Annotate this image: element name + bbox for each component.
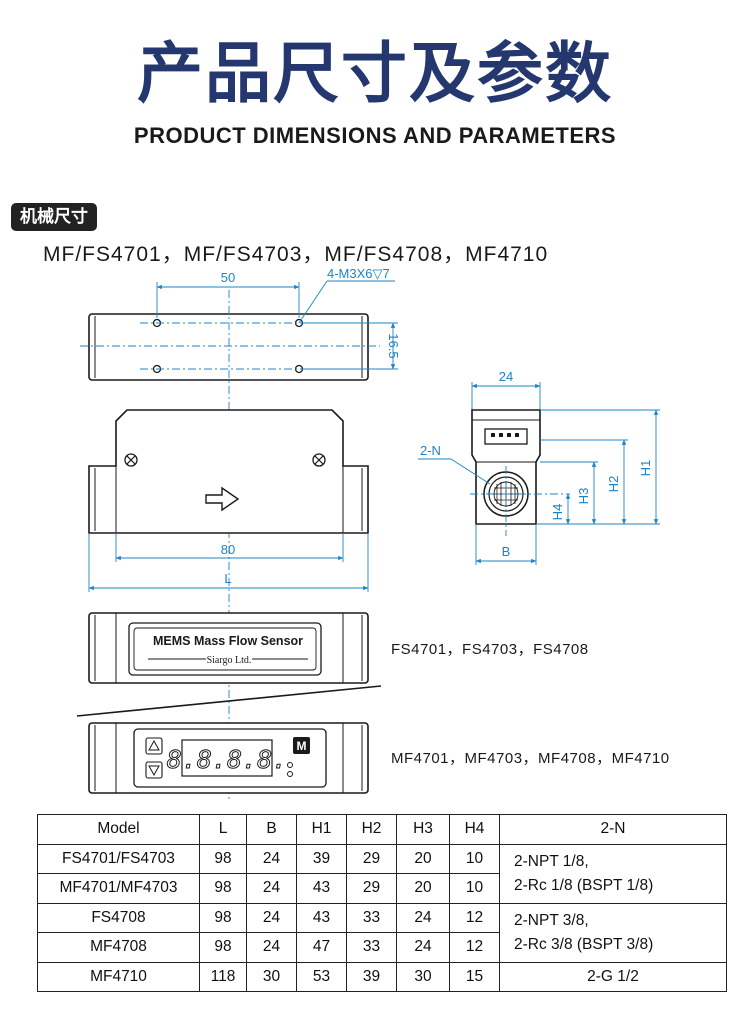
spec-table: Model L B H1 H2 H3 H4 2-N FS4701/FS4703 … — [37, 814, 727, 992]
cell-H3: 20 — [396, 873, 450, 904]
page-subtitle: PRODUCT DIMENSIONS AND PARAMETERS — [133, 123, 617, 148]
cell-H1: 47 — [296, 932, 347, 963]
cell-L: 98 — [199, 843, 247, 874]
cell-H3: 24 — [396, 902, 450, 933]
section-tag: 机械尺寸 — [11, 203, 97, 231]
col-H4: H4 — [449, 814, 500, 845]
dim-24: 24 — [499, 369, 513, 384]
cell-model: FS4701/FS4703 — [37, 843, 200, 874]
cell-H4: 10 — [449, 873, 500, 904]
svg-text:M: M — [297, 739, 307, 753]
col-thread: 2-N — [499, 814, 727, 845]
table-header-row: Model L B H1 H2 H3 H4 2-N — [37, 814, 727, 845]
cell-H1: 53 — [296, 961, 347, 992]
cell-H4: 10 — [449, 843, 500, 874]
cell-H1: 43 — [296, 873, 347, 904]
down-button-icon — [145, 761, 163, 779]
port-label: 2-N — [420, 443, 441, 458]
screw-icon — [124, 453, 326, 467]
table-row: MF4708 98 24 47 33 24 12 — [37, 932, 727, 963]
dim-H2: H2 — [606, 476, 621, 493]
cell-H2: 29 — [346, 873, 397, 904]
dimension-drawing: 50 4-M3X6▽7 16.5 80 L — [76, 266, 670, 800]
col-L: L — [199, 814, 247, 845]
panel-title: MEMS Mass Flow Sensor — [153, 634, 303, 648]
cell-B: 24 — [246, 873, 297, 904]
cell-L: 98 — [199, 902, 247, 933]
panel-brand: Siargo Ltd. — [207, 655, 252, 666]
cell-H4: 12 — [449, 902, 500, 933]
table-row: MF4701/MF4703 98 24 43 29 20 10 — [37, 873, 727, 904]
cell-L: 98 — [199, 873, 247, 904]
cell-model: FS4708 — [37, 902, 200, 933]
m-button-icon: M — [293, 737, 310, 754]
connector-icon — [484, 428, 528, 445]
dim-H4: H4 — [550, 504, 565, 521]
cell-L: 118 — [199, 961, 247, 992]
cell-thread: 2-G 1/2 — [499, 961, 727, 992]
cell-B: 24 — [246, 932, 297, 963]
cell-L: 98 — [199, 932, 247, 963]
cell-B: 24 — [246, 843, 297, 874]
dim-16-5: 16.5 — [386, 333, 401, 358]
dim-H3: H3 — [576, 488, 591, 505]
dim-H1: H1 — [638, 460, 653, 477]
table-row: MF4710 118 30 53 39 30 15 2-G 1/2 — [37, 961, 727, 992]
col-H2: H2 — [346, 814, 397, 845]
dim-L: L — [224, 571, 231, 586]
cell-H2: 33 — [346, 902, 397, 933]
cell-thread: 2-NPT 1/8, 2-Rc 1/8 (BSPT 1/8) — [499, 843, 727, 904]
display-value: 8.8.8.8. — [167, 745, 287, 774]
flow-arrow-icon — [205, 486, 240, 512]
cell-H1: 43 — [296, 902, 347, 933]
cell-model: MF4708 — [37, 932, 200, 963]
thread-line: 2-NPT 3/8, — [514, 911, 589, 929]
table-row: FS4708 98 24 43 33 24 12 2-NPT 3/8, 2-Rc… — [37, 902, 727, 963]
cell-H3: 30 — [396, 961, 450, 992]
hole-note: 4-M3X6▽7 — [327, 266, 390, 281]
fs-panel-view: MEMS Mass Flow Sensor Siargo Ltd. FS4701… — [88, 612, 589, 684]
front-view: 80 L — [88, 409, 369, 592]
mf-panel-view: 8.8.8.8. M MF4701，MF4703，MF4708，MF4710 — [88, 722, 670, 794]
indicator-led-icon — [287, 762, 293, 777]
cell-H3: 20 — [396, 843, 450, 874]
mf-models-caption: MF4701，MF4703，MF4708，MF4710 — [391, 750, 670, 767]
cell-model: MF4701/MF4703 — [37, 873, 200, 904]
thread-line: 2-Rc 3/8 (BSPT 3/8) — [514, 935, 654, 953]
model-list: MF/FS4701，MF/FS4703，MF/FS4708，MF4710 — [43, 243, 549, 266]
cell-H3: 24 — [396, 932, 450, 963]
display-screen — [181, 739, 273, 777]
thread-line: 2-NPT 1/8, — [514, 852, 589, 870]
side-view: 24 2-N B — [418, 369, 660, 565]
cell-H1: 39 — [296, 843, 347, 874]
cell-H4: 15 — [449, 961, 500, 992]
cell-H2: 29 — [346, 843, 397, 874]
cell-B: 24 — [246, 902, 297, 933]
dim-50: 50 — [221, 270, 235, 285]
col-model: Model — [37, 814, 200, 845]
top-view: 50 4-M3X6▽7 16.5 — [80, 266, 401, 800]
dim-B: B — [502, 544, 511, 559]
up-button-icon — [145, 737, 163, 755]
fs-models-caption: FS4701，FS4703，FS4708 — [391, 641, 589, 658]
thread-line: 2-Rc 1/8 (BSPT 1/8) — [514, 876, 654, 894]
cell-thread: 2-NPT 3/8, 2-Rc 3/8 (BSPT 3/8) — [499, 902, 727, 963]
divider — [76, 685, 382, 717]
cell-H2: 33 — [346, 932, 397, 963]
cell-H2: 39 — [346, 961, 397, 992]
cell-B: 30 — [246, 961, 297, 992]
col-H1: H1 — [296, 814, 347, 845]
dim-80: 80 — [221, 542, 235, 557]
page-title: 产品尺寸及参数 — [137, 35, 613, 112]
col-B: B — [246, 814, 297, 845]
col-H3: H3 — [396, 814, 450, 845]
cell-model: MF4710 — [37, 961, 200, 992]
cell-H4: 12 — [449, 932, 500, 963]
table-row: FS4701/FS4703 98 24 39 29 20 10 2-NPT 1/… — [37, 843, 727, 904]
